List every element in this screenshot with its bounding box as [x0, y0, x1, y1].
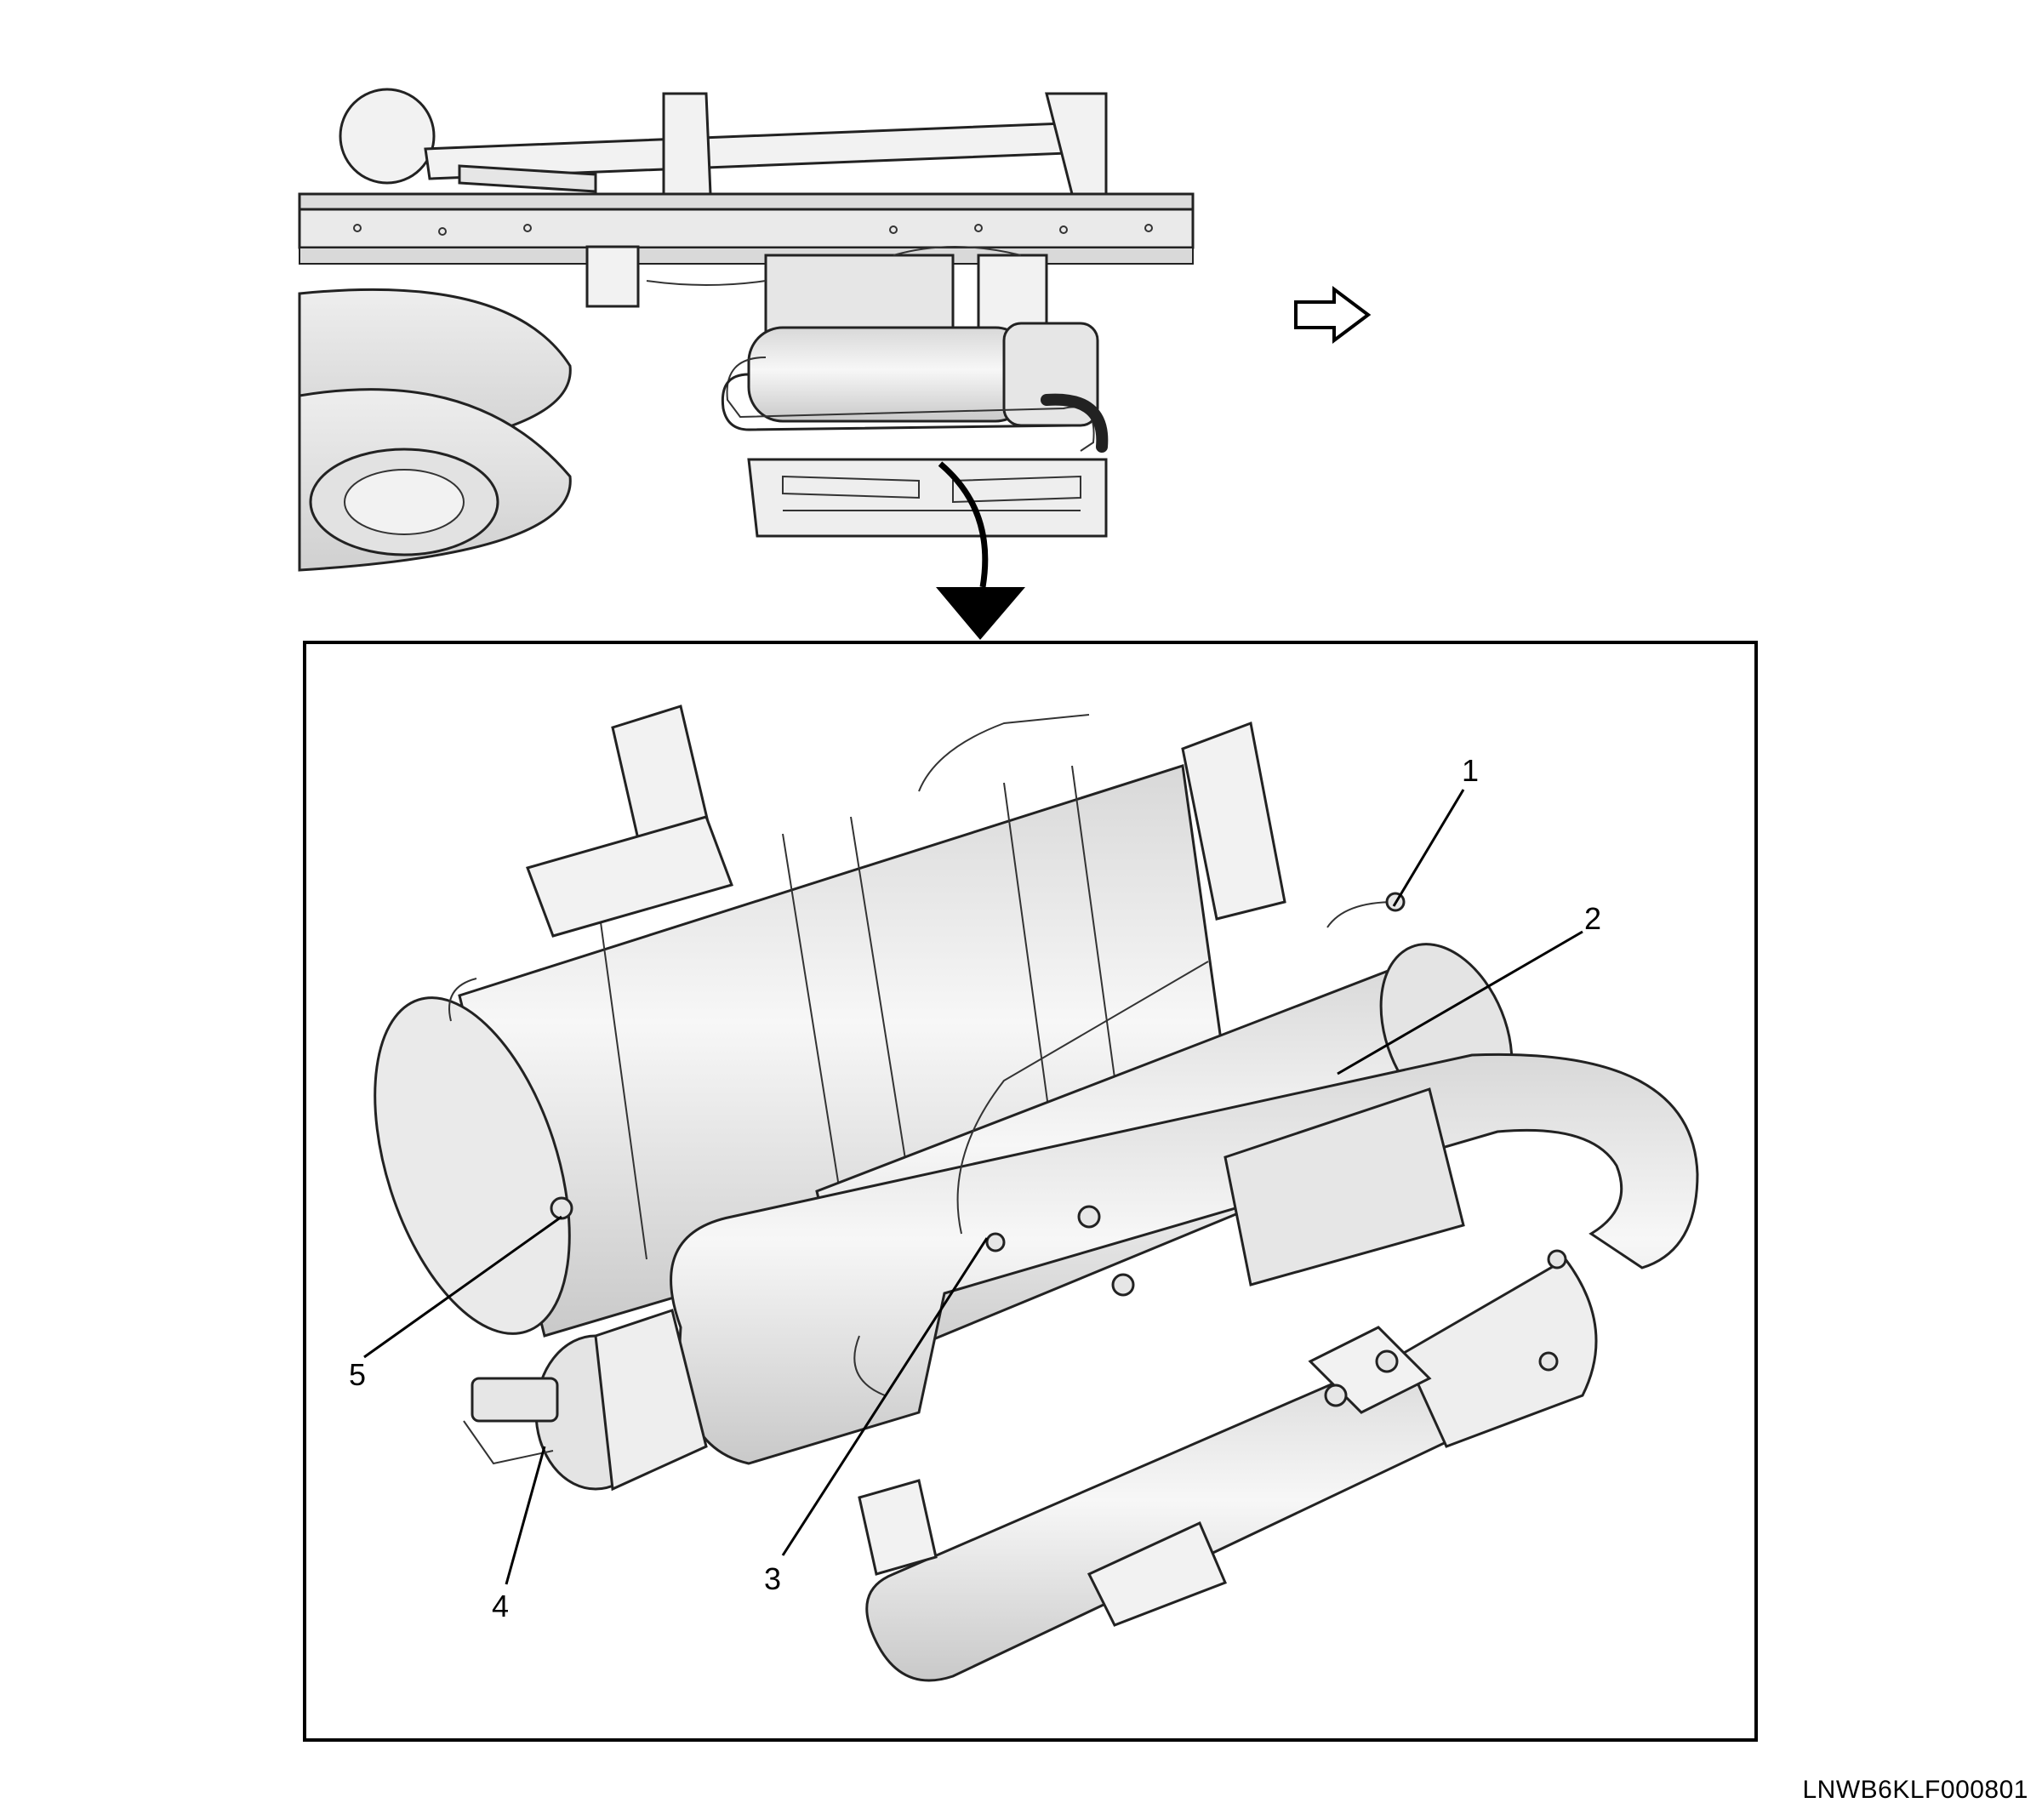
leader-5: [363, 1215, 562, 1359]
vehicle-overview: [298, 88, 1195, 572]
leader-4: [505, 1446, 546, 1585]
sensor-harnesses: [448, 714, 1406, 1252]
heat-shield-overview: [747, 458, 1108, 538]
callout-4: 4: [492, 1589, 509, 1623]
frame-rail: [298, 92, 1195, 265]
leader-3: [781, 1237, 989, 1556]
bolts: [1077, 1205, 1567, 1407]
callout-1: 1: [1462, 753, 1479, 788]
exhaust-assembly-overview: [721, 322, 1109, 453]
outlet-pipe: [865, 1258, 1598, 1682]
inlet-pipe: [670, 1053, 1699, 1465]
dpf-canister: [374, 764, 1235, 1338]
figure-code: LNWB6KLF000801: [1802, 1776, 2028, 1804]
mounting-brackets: [585, 245, 1048, 334]
leader-2: [1337, 930, 1583, 1075]
callout-labels: 1 2 3 4 5: [349, 753, 1601, 1623]
callout-2: 2: [1584, 901, 1601, 936]
front-direction-arrow-icon: [1294, 286, 1372, 344]
rear-tires: [298, 288, 572, 572]
front-housing: [463, 1309, 708, 1492]
leader-lines: [363, 789, 1583, 1585]
exhaust-assembly-detail: [374, 705, 1699, 1682]
detail-pointer-arrow-icon: [936, 461, 1025, 640]
callout-3: 3: [764, 1561, 781, 1596]
callout-5: 5: [349, 1357, 366, 1392]
leader-1: [1392, 789, 1465, 907]
